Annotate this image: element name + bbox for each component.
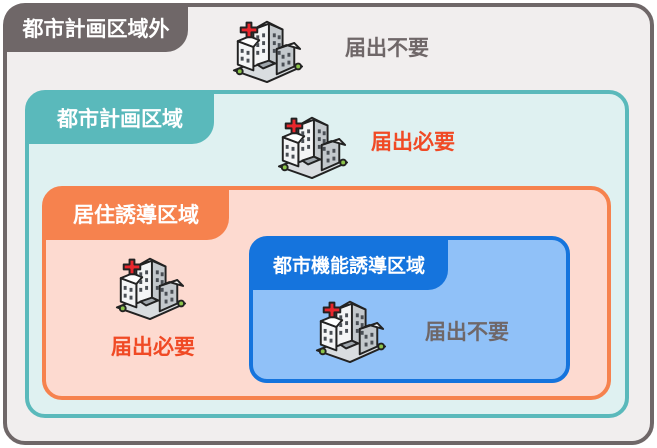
note-urban-function-guidance: 届出不要 [425,320,509,344]
zone-label-outside: 都市計画区域外 [4,4,188,52]
hospital-building-icon [115,257,187,321]
note-residential-guidance: 届出必要 [111,335,195,359]
zone-label-city-planning: 都市計画区域 [26,92,214,144]
hospital-building-icon [315,300,387,364]
note-city-planning: 届出必要 [371,130,455,154]
hospital-building-icon [277,116,349,180]
note-outside: 届出不要 [345,36,429,60]
zone-label-urban-function-guidance: 都市機能誘導区域 [250,238,448,290]
hospital-building-icon [232,20,304,84]
zone-label-residential-guidance: 居住誘導区域 [43,188,229,240]
